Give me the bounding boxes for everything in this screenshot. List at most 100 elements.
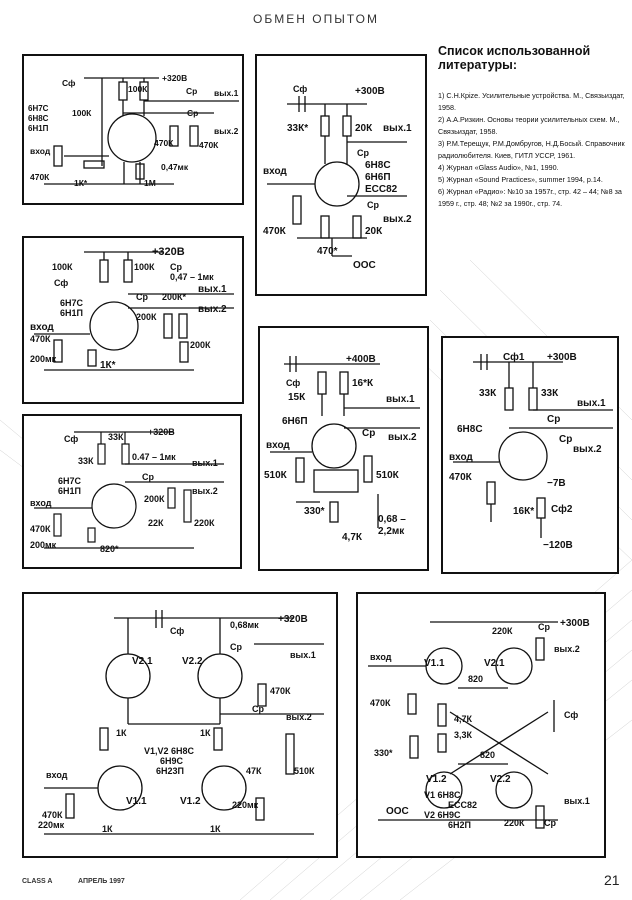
- s6-r16k-label: 16К*: [513, 506, 534, 517]
- s8-cp-label: Ср: [538, 622, 550, 632]
- s3-c200-label: 200мк: [30, 354, 57, 364]
- s1-r1m-label: 1М: [144, 178, 156, 188]
- s6-tube-label: 6Н8С: [457, 424, 483, 435]
- s2-r470-label: 470*: [317, 246, 338, 257]
- s7-r1k-label-4: 1К: [210, 824, 221, 834]
- page-number: 21: [604, 872, 620, 888]
- s1-r100k-label-2: 100К: [72, 108, 92, 118]
- schematic-5: +400В Сф 16*К 15К вых.1 6Н6П Ср вых.2 вх…: [258, 326, 429, 571]
- s6-voltage-label: +300В: [547, 352, 577, 363]
- references-block: Список использованной литературы: 1) С.Н…: [438, 44, 628, 210]
- s5-input-label: вход: [266, 440, 290, 451]
- s8-r470k-label: 470К: [370, 698, 391, 708]
- s5-r510k-label: 510К: [264, 470, 288, 481]
- s7-out1-label: вых.1: [290, 650, 316, 660]
- s6-cf1-label: Сф1: [503, 351, 525, 363]
- schematic-3: +320В 100К 100К Сф Ср 0,47 – 1мк 6Н7С 6Н…: [22, 236, 244, 404]
- s4-r200k-label: 200К: [144, 494, 165, 504]
- s2-out1-label: вых.1: [383, 123, 412, 134]
- s5-voltage-label: +400В: [346, 354, 376, 365]
- s8-r820-label: 820: [468, 674, 483, 684]
- s1-tube-label-3: 6Н1П: [28, 124, 49, 133]
- s4-r22k-label: 22К: [148, 518, 164, 528]
- s5-c068-label: 0,68 –: [378, 514, 406, 525]
- reference-item: 1) С.Н.Крizе. Усилительные устройства. М…: [438, 91, 625, 112]
- schematic-7-drawing: Сф 0,68мк +320В Ср V2.1 V2.2 вых.1 470К …: [38, 610, 324, 835]
- s8-cf-label: Сф: [564, 710, 578, 720]
- s7-cf-label: Сф: [170, 626, 184, 636]
- s7-r470k-label-2: 470К: [42, 810, 63, 820]
- s4-r33k-label: 33К: [108, 432, 124, 442]
- references-list: 1) С.Н.Крizе. Усилительные устройства. М…: [438, 90, 628, 210]
- s6-cp-label-2: Ср: [559, 434, 572, 445]
- footer-magazine: CLASS A: [22, 878, 53, 885]
- s2-oos-label: ООС: [353, 260, 376, 271]
- s6-out2-label: вых.2: [573, 444, 602, 455]
- s1-c047-label: 0,47мк: [161, 162, 189, 172]
- s8-input-label: вход: [370, 652, 392, 662]
- s2-tube-label-1: 6Н8С: [365, 160, 391, 171]
- s2-cf-label: Сф: [293, 84, 307, 94]
- s7-v22-label: V2.2: [182, 656, 203, 667]
- s7-r1k-label-2: 1К: [200, 728, 211, 738]
- s7-r1k-label-3: 1К: [102, 824, 113, 834]
- s8-v21-label: V2.1: [484, 658, 505, 669]
- s8-r33k-label: 3,3К: [454, 730, 473, 740]
- s7-cp-label: Ср: [230, 642, 242, 652]
- s8-cp-label-2: Ср: [544, 818, 556, 828]
- s1-cf-label: Сф: [62, 78, 76, 88]
- s5-r16k-label: 16*К: [352, 378, 374, 389]
- references-title: Список использованной литературы:: [438, 44, 591, 72]
- s6-cp-label: Ср: [547, 414, 560, 425]
- s7-v12-label: V1.2: [180, 796, 201, 807]
- s5-r330-label: 330*: [304, 506, 325, 517]
- s3-out2-label: вых.2: [198, 304, 227, 315]
- s2-cp-label-2: Ср: [367, 200, 379, 210]
- s3-voltage-label: +320В: [152, 246, 185, 258]
- s7-c068-label: 0,68мк: [230, 620, 259, 630]
- s8-out1-label: вых.1: [564, 796, 590, 806]
- s3-cf-label: Сф: [54, 278, 68, 288]
- s6-r33k-label-2: 33К: [541, 388, 559, 399]
- s8-out2-label: вых.2: [554, 644, 580, 654]
- s1-tube-label-1: 6Н7С: [28, 104, 49, 113]
- s2-tube-label-2: 6Н6П: [365, 172, 391, 183]
- s2-r20k-label-2: 20К: [365, 226, 383, 237]
- s7-r1k-label: 1К: [116, 728, 127, 738]
- s1-cp-label: Ср: [186, 86, 197, 96]
- s1-r1k-label: 1К*: [74, 178, 88, 188]
- s5-r47k-label: 4,7К: [342, 532, 363, 543]
- s7-tube-label-2: 6Н9С: [160, 756, 184, 766]
- s4-cp-label: Ср: [142, 472, 154, 482]
- s7-c220-label: 220мк: [232, 800, 259, 810]
- schematic-2-drawing: Сф +300В 33К* 20К вых.1 Ср 6Н8С 6Н6П ЕСС…: [263, 84, 412, 271]
- schematic-4: Сф 33К +320В 33К 0.47 – 1мк вых.1 6Н7С 6…: [22, 414, 242, 569]
- s4-cf-label: Сф: [64, 434, 78, 444]
- s2-out2-label: вых.2: [383, 214, 412, 225]
- s3-cp-label-2: Ср: [136, 292, 148, 302]
- s7-voltage-label: +320В: [278, 614, 308, 625]
- s1-r470k-label: 470К: [154, 138, 174, 148]
- s3-cp-label: Ср: [170, 262, 182, 272]
- reference-item: 3) Р.М.Терещук, Р.М.Домбругов, Н.Д.Босый…: [438, 139, 625, 160]
- s3-r100k-label: 100К: [52, 262, 73, 272]
- s2-voltage-label: +300В: [355, 86, 385, 97]
- s1-out1-label: вых.1: [214, 88, 239, 98]
- s8-oos-label: ООС: [386, 806, 409, 817]
- s3-r1k-label: 1К*: [100, 360, 116, 371]
- s4-out1-label: вых.1: [192, 458, 218, 468]
- s6-v120-label: −120В: [543, 540, 573, 551]
- s4-r220k-label: 220К: [194, 518, 215, 528]
- reference-item: 2) А.А.Ризкин. Основы теории усилительны…: [438, 115, 620, 136]
- s3-c047-label: 0,47 – 1мк: [170, 272, 214, 282]
- s5-tube-label: 6Н6П: [282, 416, 308, 427]
- s1-r100k-label: 100К: [128, 84, 148, 94]
- s2-r470k-label: 470К: [263, 226, 287, 237]
- s2-input-label: вход: [263, 166, 287, 177]
- s5-cp-label: Ср: [362, 428, 375, 439]
- schematic-6: Сф1 +300В 33К 33К вых.1 6Н8С Ср Ср вых.2…: [441, 336, 619, 574]
- s4-c047-label: 0.47 – 1мк: [132, 452, 176, 462]
- s8-r220k-label: 220К: [492, 626, 513, 636]
- s1-out2-label: вых.2: [214, 126, 239, 136]
- s4-voltage-label: +320В: [148, 427, 175, 437]
